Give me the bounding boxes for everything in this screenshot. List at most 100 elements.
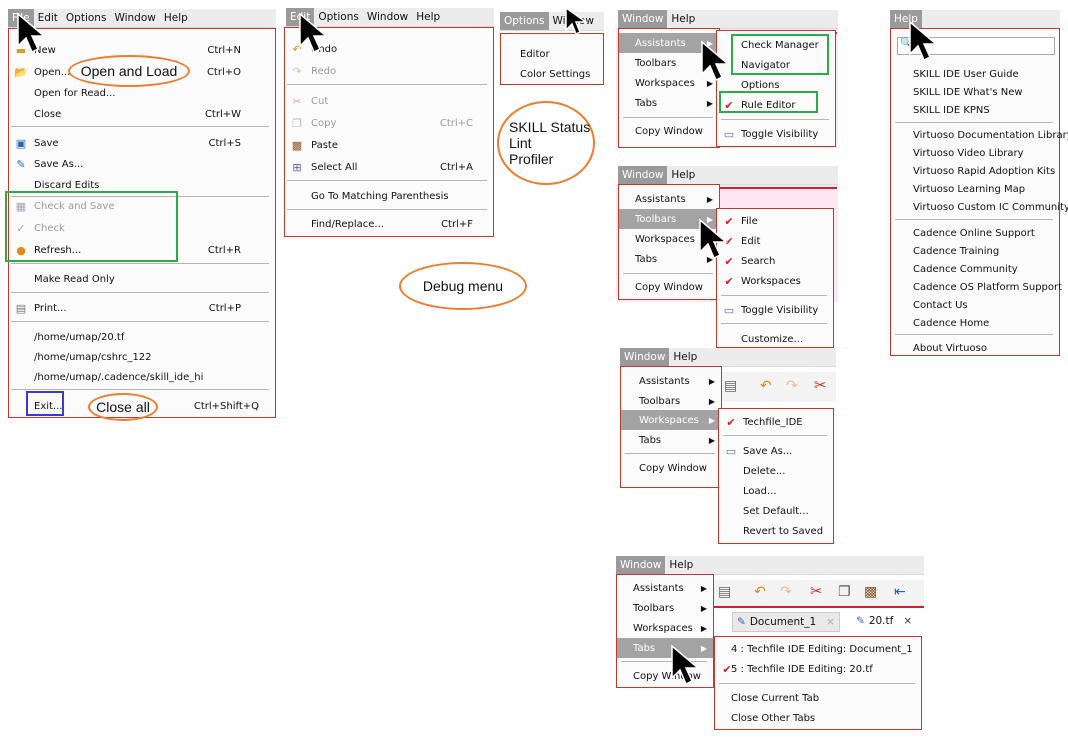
menu-item-color-settings[interactable]: Color Settings [501,64,603,84]
help-item-whats-new[interactable]: SKILL IDE What's New [891,82,1059,102]
close-icon[interactable]: × [826,616,835,628]
menu-item-assistants[interactable]: Assistants▶ [621,371,721,391]
close-icon[interactable]: × [903,615,913,627]
help-item-kpns[interactable]: SKILL IDE KPNS [891,100,1059,120]
menu-item-workspace-revert[interactable]: Revert to Saved [719,521,833,541]
menu-item-assistants[interactable]: Assistants▶ [619,189,719,209]
tab-20-tf[interactable]: ✎ 20.tf × [852,612,916,630]
menu-item-close-current-tab[interactable]: Close Current Tab [715,688,921,708]
menu-item-toggle-visibility[interactable]: ▭ Toggle Visibility [717,124,835,144]
menu-item-toolbar-edit[interactable]: ✔ Edit [717,231,833,251]
help-search-input[interactable]: 🔍 [897,37,1055,55]
menubar-window[interactable]: Window [618,10,668,28]
menu-item-copy-window[interactable]: Copy Window [619,121,719,141]
menu-item-copy-window[interactable]: Copy Window [617,666,713,686]
help-item-contact[interactable]: Contact Us [891,295,1059,315]
menubar-window[interactable]: Window [114,12,156,24]
help-item-custom-ic[interactable]: Virtuoso Custom IC Community [891,197,1068,217]
menu-item-rule-editor[interactable]: ✔ Rule Editor [717,95,835,115]
menu-item-tabs[interactable]: Tabs▶ [619,249,719,269]
menubar-window[interactable]: Window [618,166,668,184]
menu-item-recent-2[interactable]: /home/umap/cshrc_122 [9,347,275,367]
menubar-help[interactable]: Help [671,169,696,181]
help-item-video-library[interactable]: Virtuoso Video Library [891,143,1059,163]
menu-item-workspaces[interactable]: Workspaces▶ [617,618,713,638]
help-item-home[interactable]: Cadence Home [891,313,1059,333]
menu-item-toggle-visibility[interactable]: ▭ Toggle Visibility [717,300,833,320]
menu-item-paste[interactable]: ▩ Paste [285,135,493,155]
help-item-training[interactable]: Cadence Training [891,241,1059,261]
menubar-help[interactable]: Help [890,10,922,28]
menu-item-recent-3[interactable]: /home/umap/.cadence/skill_ide_hi [9,367,275,387]
menu-item-check[interactable]: ✓ Check [9,218,275,238]
menu-item-copy-window[interactable]: Copy Window [619,277,719,297]
menu-item-tabs[interactable]: Tabs▶ [621,430,721,450]
menu-item-matching-parenthesis[interactable]: Go To Matching Parenthesis [285,186,493,206]
menu-item-read-only[interactable]: Make Read Only [9,269,275,289]
menubar-window[interactable]: Window [620,348,670,366]
menu-item-techfile-ide[interactable]: ✔ Techfile_IDE [719,412,833,432]
menu-item-discard[interactable]: Discard Edits [9,175,275,195]
menu-item-open-read[interactable]: Open for Read... [9,83,275,103]
menu-item-check-save[interactable]: ▦ Check and Save [9,196,275,216]
menu-item-workspace-set-default[interactable]: Set Default... [719,501,833,521]
menu-item-toolbars[interactable]: Toolbars▶ [617,598,713,618]
menu-item-close[interactable]: Close Ctrl+W [9,104,275,124]
menu-item-workspace-load[interactable]: Load... [719,481,833,501]
help-item-about[interactable]: About Virtuoso [891,338,1059,358]
help-item-user-guide[interactable]: SKILL IDE User Guide [891,64,1059,84]
menu-item-close-other-tabs[interactable]: Close Other Tabs [715,708,921,728]
menubar-options[interactable]: Options [500,12,549,30]
menu-item-exit[interactable]: Exit... Ctrl+Shift+Q [9,396,275,416]
menu-item-cut[interactable]: ✂ Cut [285,91,493,111]
menu-item-toolbars[interactable]: Toolbars▶ [621,391,721,411]
menu-item-workspaces[interactable]: Workspaces▶ [621,410,721,430]
menu-item-customize[interactable]: Customize... [717,329,833,349]
menu-item-tab-4[interactable]: 4 : Techfile IDE Editing: Document_1 [715,639,921,659]
menu-item-editor[interactable]: Editor [501,44,603,64]
tab-document-1[interactable]: ✎ Document_1 × [732,612,840,632]
menu-item-toolbar-search[interactable]: ✔ Search [717,251,833,271]
menu-item-tabs[interactable]: Tabs▶ [617,638,713,658]
menu-item-check-manager[interactable]: Check Manager [717,35,835,55]
help-item-os-support[interactable]: Cadence OS Platform Support [891,277,1062,297]
help-item-learning-map[interactable]: Virtuoso Learning Map [891,179,1059,199]
menu-item-assistants[interactable]: Assistants▶ [617,578,713,598]
menu-item-undo[interactable]: ↶ Undo [285,39,493,59]
menu-item-assistants[interactable]: Assistants▶ [619,33,719,53]
menu-item-save-as[interactable]: ✎ Save As... [9,154,275,174]
menu-item-workspace-save-as[interactable]: ▭ Save As... [719,441,833,461]
menu-item-workspace-delete[interactable]: Delete... [719,461,833,481]
menu-item-redo[interactable]: ↷ Redo [285,61,493,81]
menubar-help[interactable]: Help [671,13,696,25]
menubar-window[interactable]: Window [366,11,409,23]
menu-item-recent-1[interactable]: /home/umap/20.tf [9,327,275,347]
menu-item-copy[interactable]: ❐ Copy Ctrl+C [285,113,493,133]
help-item-doc-library[interactable]: Virtuoso Documentation Library [891,125,1068,145]
menu-item-navigator[interactable]: Navigator [717,55,835,75]
menu-item-tab-5[interactable]: ✔ 5 : Techfile IDE Editing: 20.tf [715,659,921,679]
menubar-window[interactable]: Window [616,556,666,574]
menubar-options[interactable]: Options [65,12,107,24]
menu-item-toolbars[interactable]: Toolbars▶ [619,209,719,229]
menu-item-toolbar-workspaces[interactable]: ✔ Workspaces [717,271,833,291]
menu-item-options[interactable]: Options [717,75,835,95]
menu-item-print[interactable]: ▤ Print... Ctrl+P [9,298,275,318]
menu-item-find-replace[interactable]: Find/Replace... Ctrl+F [285,214,493,234]
menu-item-workspaces[interactable]: Workspaces▶ [619,73,719,93]
menubar-edit[interactable]: Edit [37,12,58,24]
menu-item-tabs[interactable]: Tabs▶ [619,93,719,113]
menu-item-select-all[interactable]: ⊞ Select All Ctrl+A [285,157,493,177]
help-item-community[interactable]: Cadence Community [891,259,1059,279]
menu-item-open[interactable]: 📂 Open... Ctrl+O [9,62,275,82]
menu-item-new[interactable]: ▬ New Ctrl+N [9,40,275,60]
menubar-options[interactable]: Options [318,11,359,23]
menu-item-toolbar-file[interactable]: ✔ File [717,211,833,231]
menubar-help[interactable]: Help [416,11,441,23]
menu-item-refresh[interactable]: ● Refresh... Ctrl+R [9,240,275,260]
help-item-rapid-adoption[interactable]: Virtuoso Rapid Adoption Kits [891,161,1059,181]
menubar-help[interactable]: Help [669,559,694,571]
help-item-online-support[interactable]: Cadence Online Support [891,223,1059,243]
menubar-help[interactable]: Help [163,12,188,24]
menubar-help[interactable]: Help [673,351,698,363]
